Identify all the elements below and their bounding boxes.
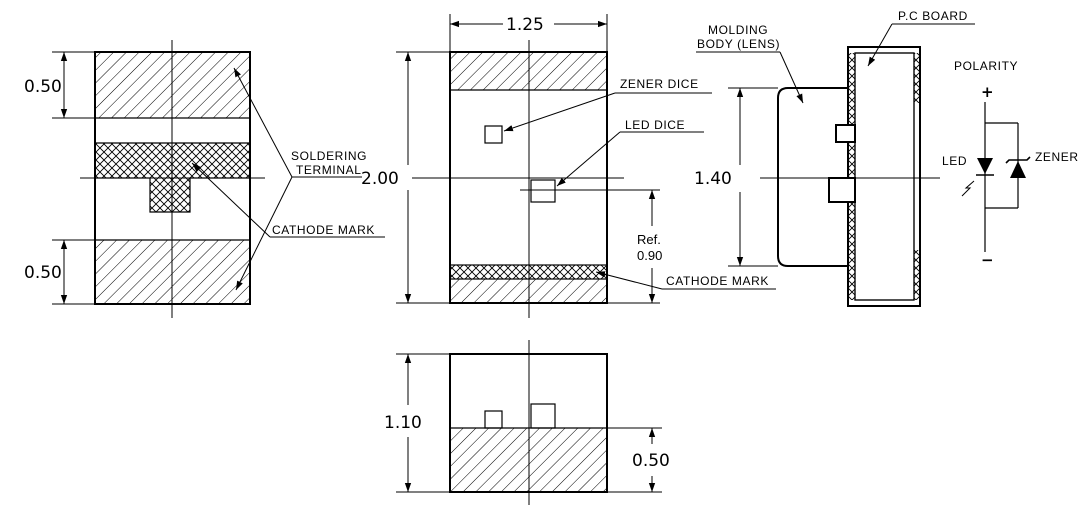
label-molding-body-line1: MOLDING xyxy=(708,23,768,37)
label-pc-board: P.C BOARD xyxy=(898,9,968,23)
bottom-view xyxy=(52,40,265,318)
label-polarity: POLARITY xyxy=(954,59,1018,73)
label-soldering-terminal-line1: SOLDERING xyxy=(291,149,367,163)
mounted-view xyxy=(728,46,940,307)
led-dice-leader xyxy=(556,131,704,187)
polarity-plus-sign: + xyxy=(981,83,994,101)
molding-body-leader xyxy=(696,51,804,104)
label-molding-body-line2: BODY (LENS) xyxy=(697,37,780,51)
cathode-mark-left-leader xyxy=(191,162,385,238)
label-led-dice: LED DICE xyxy=(625,118,685,132)
polarity-minus-sign: − xyxy=(981,251,994,269)
label-cathode-mark-right: CATHODE MARK xyxy=(666,274,769,288)
dim-body-width: 1.25 xyxy=(506,15,544,35)
dim-base-height: 0.50 xyxy=(632,451,670,471)
dim-top-pad-height: 0.50 xyxy=(24,77,62,97)
top-view xyxy=(396,14,660,318)
zener-dice-leader xyxy=(503,92,712,132)
pc-board-leader xyxy=(867,23,975,67)
label-cathode-mark-left: CATHODE MARK xyxy=(272,223,375,237)
dim-body-length: 2.00 xyxy=(361,169,399,189)
label-soldering-terminal-line2: TERMINAL xyxy=(296,163,361,177)
led-diode-symbol xyxy=(977,158,993,174)
polarity-schematic xyxy=(961,102,1031,252)
dim-ref-value: 0.90 xyxy=(637,248,662,263)
dim-ref-label: Ref. xyxy=(637,232,661,247)
zener-diode-symbol xyxy=(1010,161,1026,178)
cathode-mark-right-leader xyxy=(595,271,776,290)
led-dice-square xyxy=(530,179,556,203)
label-zener: ZENER xyxy=(1035,150,1079,164)
side-view xyxy=(396,340,662,505)
zener-dice-square xyxy=(484,125,503,144)
dim-total-height: 1.10 xyxy=(384,413,422,433)
label-zener-dice: ZENER DICE xyxy=(620,77,699,91)
dim-lens-height: 1.40 xyxy=(694,169,732,189)
soldering-terminal-leaders xyxy=(233,67,362,291)
label-led: LED xyxy=(942,154,967,168)
dim-bottom-pad-height: 0.50 xyxy=(24,263,62,283)
